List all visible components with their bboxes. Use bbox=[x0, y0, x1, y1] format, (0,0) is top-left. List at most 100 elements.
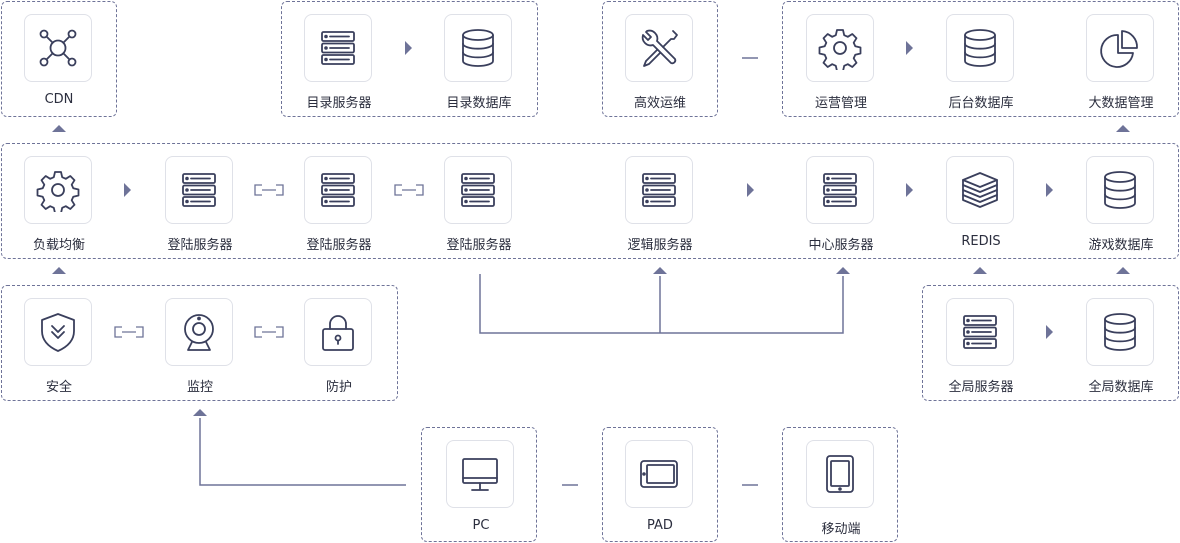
tile bbox=[446, 440, 514, 508]
node-label: 全局服务器 bbox=[948, 380, 1014, 395]
node-label: 监控 bbox=[186, 380, 213, 395]
tools-icon bbox=[641, 29, 678, 67]
node-label: 目录服务器 bbox=[306, 96, 372, 111]
link-symbol bbox=[254, 184, 284, 196]
node-label: 运营管理 bbox=[814, 96, 867, 111]
tile bbox=[24, 14, 92, 82]
tile bbox=[806, 156, 874, 224]
group-client-pad bbox=[602, 427, 718, 542]
pie-chart-icon bbox=[1100, 30, 1138, 68]
tile bbox=[1086, 156, 1154, 224]
link-symbol bbox=[114, 326, 144, 338]
node-label: 防护 bbox=[325, 380, 352, 395]
node-label: CDN bbox=[44, 92, 74, 107]
tile bbox=[946, 156, 1014, 224]
node-label: 登陆服务器 bbox=[167, 238, 233, 253]
node-label: 登陆服务器 bbox=[446, 238, 512, 253]
server-icon bbox=[642, 173, 676, 207]
arrow-up bbox=[193, 409, 207, 416]
server-icon bbox=[823, 173, 857, 207]
node-label: REDIS bbox=[961, 234, 1001, 249]
fork-connector bbox=[479, 274, 844, 334]
link-symbol bbox=[394, 184, 424, 196]
group-catalog bbox=[281, 1, 538, 117]
arrow-right bbox=[906, 41, 913, 55]
node-label: 移动端 bbox=[821, 522, 861, 537]
gear-icon bbox=[818, 29, 862, 70]
node-label: 逻辑服务器 bbox=[627, 238, 693, 253]
node-label: PAD bbox=[647, 518, 673, 533]
gear-icon bbox=[36, 171, 80, 212]
lock-icon bbox=[322, 315, 354, 351]
arrow-right bbox=[906, 183, 913, 197]
tile bbox=[625, 440, 693, 508]
group-global bbox=[922, 285, 1179, 401]
arrow-right bbox=[747, 183, 754, 197]
arrow-up bbox=[653, 267, 667, 274]
shield-icon bbox=[41, 313, 75, 352]
node-label: 安全 bbox=[45, 380, 72, 395]
tile bbox=[304, 14, 372, 82]
server-icon bbox=[182, 173, 216, 207]
node-label: 后台数据库 bbox=[948, 96, 1014, 111]
server-icon bbox=[321, 31, 355, 65]
database-icon bbox=[1104, 171, 1136, 209]
arrow-up bbox=[1116, 125, 1130, 132]
group-cdn bbox=[1, 1, 117, 117]
tile bbox=[806, 14, 874, 82]
node-label: 目录数据库 bbox=[446, 96, 512, 111]
tile bbox=[165, 298, 233, 366]
tile bbox=[946, 298, 1014, 366]
tablet-portrait-icon bbox=[826, 455, 854, 493]
node-label: PC bbox=[472, 518, 490, 533]
arrow-right bbox=[405, 41, 412, 55]
tile bbox=[444, 156, 512, 224]
webcam-icon bbox=[184, 314, 214, 351]
tablet-landscape-icon bbox=[640, 460, 678, 488]
arrow-right bbox=[124, 183, 131, 197]
tile bbox=[625, 156, 693, 224]
pc-monitor-connector bbox=[199, 418, 406, 486]
tile bbox=[625, 14, 693, 82]
group-security bbox=[1, 285, 398, 401]
arrow-up bbox=[973, 267, 987, 274]
network-hub-icon bbox=[39, 29, 77, 67]
node-label: 登陆服务器 bbox=[306, 238, 372, 253]
node-label: 高效运维 bbox=[633, 96, 686, 111]
server-icon bbox=[321, 173, 355, 207]
tile bbox=[1086, 14, 1154, 82]
arrow-up bbox=[52, 267, 66, 274]
arrow-up bbox=[1116, 267, 1130, 274]
arrow-right bbox=[1046, 325, 1053, 339]
link-symbol bbox=[254, 326, 284, 338]
arrow-up bbox=[52, 125, 66, 132]
server-icon bbox=[461, 173, 495, 207]
node-label: 大数据管理 bbox=[1088, 96, 1154, 111]
tile bbox=[806, 440, 874, 508]
group-client-pc bbox=[421, 427, 537, 542]
database-icon bbox=[462, 29, 494, 67]
arrow-right bbox=[1046, 183, 1053, 197]
node-label: 负载均衡 bbox=[32, 238, 85, 253]
node-label: 游戏数据库 bbox=[1088, 238, 1154, 253]
tile bbox=[304, 156, 372, 224]
group-management bbox=[782, 1, 1179, 117]
tile bbox=[304, 298, 372, 366]
tile bbox=[946, 14, 1014, 82]
group-main-services bbox=[1, 143, 1179, 259]
group-ops bbox=[602, 1, 718, 117]
monitor-icon bbox=[462, 458, 498, 491]
layers-icon bbox=[962, 172, 998, 208]
tile bbox=[165, 156, 233, 224]
database-icon bbox=[964, 29, 996, 67]
node-label: 全局数据库 bbox=[1088, 380, 1154, 395]
group-client-mobile bbox=[782, 427, 898, 542]
tile bbox=[24, 156, 92, 224]
database-icon bbox=[1104, 313, 1136, 351]
server-icon bbox=[963, 315, 997, 349]
node-label: 中心服务器 bbox=[808, 238, 874, 253]
arrow-up bbox=[836, 267, 850, 274]
tile bbox=[1086, 298, 1154, 366]
tile bbox=[444, 14, 512, 82]
